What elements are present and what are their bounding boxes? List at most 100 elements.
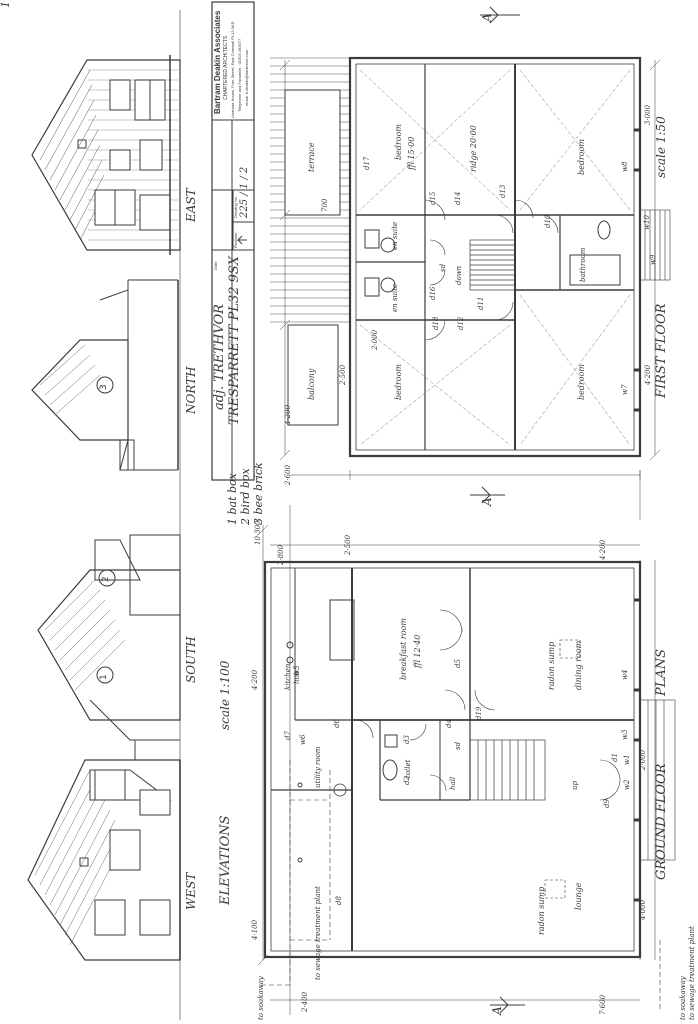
window-tag-w4: w4	[621, 669, 629, 680]
gf-up: up	[571, 781, 579, 790]
section-arrow-bottom	[490, 996, 525, 1014]
dim-ff-e: 700	[321, 198, 329, 212]
ff-en-suite-1: en suite	[391, 221, 399, 250]
door-tag-d10: d10	[544, 214, 552, 228]
gf-sewage-right: to sewage treatment plant	[688, 926, 696, 1020]
elevations-heading: ELEVATIONS	[218, 815, 233, 905]
key-item-3: 3 bee brick	[252, 462, 265, 525]
ground-floor-doors	[354, 609, 621, 801]
gf-ffl: ffl 12·40	[413, 634, 422, 668]
practice-name: Bartram Deakin Associates	[213, 10, 222, 114]
gf-breakfast: breakfast room	[399, 618, 408, 680]
dim-gf-c: 4·200	[599, 539, 607, 560]
door-tag-d9: d9	[603, 799, 611, 808]
door-tag-d5: d5	[454, 659, 462, 668]
dim-gf-j: 4·100	[251, 919, 259, 940]
west-elevation	[27, 759, 181, 961]
plans-scale: scale 1:50	[654, 116, 668, 178]
gf-radon-sump-1: radon sump	[547, 641, 556, 690]
section-mark-bottom: A	[490, 1006, 504, 1015]
drawing-no: 225 / 1 / 2	[239, 166, 250, 218]
section-arrow-top	[480, 6, 520, 24]
door-tag-d1: d1	[611, 753, 619, 762]
door-tag-d15: d15	[429, 191, 437, 205]
key-item-1: 1 bat box	[0, 0, 12, 8]
window-tag-w5: w5	[293, 665, 301, 676]
door-tag-d18: d18	[432, 316, 440, 330]
dim-gf-b: 2·500	[344, 534, 352, 555]
practice-email: email: b.deakin@btinternet.com	[244, 49, 249, 106]
elevations-scale: scale 1:100	[218, 660, 232, 730]
plans-heading: PLANS	[654, 648, 669, 696]
gf-hall: hall	[449, 776, 457, 790]
door-tag-d14: d14	[454, 191, 462, 205]
practice-subtitle: CHARTERED ARCHITECTS	[223, 35, 229, 100]
dim-gf-g: 7·600	[599, 994, 607, 1015]
ff-ridge: ridge 20·00	[469, 125, 478, 172]
dim-ff-i: 4·200	[284, 404, 292, 425]
dim-gf-f: 4·000	[639, 899, 647, 920]
south-elevation	[37, 534, 181, 760]
practice-phone: Telephone and Facsimile : 01503 263577	[237, 38, 242, 112]
ff-balcony: balcony	[307, 368, 316, 400]
west-elevation-title: WEST	[184, 872, 198, 910]
door-tag-d2: d2	[403, 776, 411, 785]
key-item-2: 2 bird box	[239, 468, 252, 525]
north-elevation-title: NORTH	[184, 366, 198, 414]
key-legend: 1 bat box 2 bird box 3 bee brick	[226, 455, 276, 530]
revision-label: Revision	[233, 232, 238, 248]
east-elevation	[31, 55, 181, 255]
dim-gf-d: 4·200	[251, 669, 259, 690]
first-floor-stairs	[469, 239, 516, 291]
gf-soakaway-left: to soakaway	[257, 976, 265, 1020]
window-tag-w10: w10	[643, 215, 651, 230]
south-elevation-title: SOUTH	[184, 636, 198, 683]
ground-floor-stairs	[469, 739, 546, 801]
door-tag-d7: d7	[284, 731, 292, 740]
gf-radon-sump-2: radon sump	[537, 886, 546, 935]
first-floor-plan	[270, 56, 671, 480]
key-item-1: 1 bat box	[226, 473, 239, 525]
gf-lounge: lounge	[574, 882, 583, 910]
door-tag-d3: d3	[403, 735, 411, 744]
ff-en-suite-2: en suite	[391, 283, 399, 312]
date-label: Date	[213, 261, 218, 270]
door-tag-d8: d8	[335, 896, 343, 905]
marker-1: 1	[99, 674, 109, 680]
window-tag-w9: w9	[649, 254, 657, 265]
first-floor-doors	[424, 199, 559, 341]
north-elevation	[31, 279, 179, 471]
dim-gf-a: 2·800	[277, 544, 285, 565]
gf-utility: utility room	[314, 746, 322, 788]
ff-terrace: terrace	[307, 142, 316, 172]
window-tag-w7: w7	[621, 384, 629, 395]
dim-ff-k: 2·000	[371, 329, 379, 350]
door-tag-d6: d6	[333, 719, 341, 728]
ground-floor-heading: GROUND FLOOR	[654, 763, 669, 880]
ff-down: down	[455, 265, 463, 285]
window-tag-w6: w6	[299, 734, 307, 745]
gf-sewage-left: to sewage treatment plant	[314, 886, 322, 980]
ff-bedroom-main: bedroom	[394, 123, 403, 160]
marker-3: 3	[99, 384, 109, 390]
section-mark-mid: A	[480, 497, 494, 506]
ff-bathroom: bathroom	[579, 247, 587, 282]
title-block	[211, 1, 255, 481]
dim-ff-c: 2·500	[339, 364, 347, 385]
gf-soakaway-right: to soakaway	[679, 976, 687, 1020]
practice-address: Lisandra House, Fore Street, East Cornwa…	[230, 21, 235, 119]
door-tag-d17: d17	[363, 156, 371, 170]
gf-dining: dining room	[574, 640, 583, 690]
east-elevation-title: EAST	[184, 188, 198, 222]
dim-gf-h: 2·400	[301, 991, 309, 1012]
dim-ff-a: 2·600	[284, 464, 292, 485]
ff-bedroom-4: bedroom	[577, 363, 586, 400]
dim-gf-e: 2·000	[639, 749, 647, 770]
dim-ff-i2: 4·200	[644, 364, 652, 385]
ground-floor-plan	[257, 505, 676, 1015]
drawing-no-label: Drawing No.	[233, 195, 238, 218]
window-tag-w3: w3	[621, 729, 629, 740]
ff-bedroom-3: bedroom	[394, 363, 403, 400]
section-mark-top: A	[480, 13, 494, 22]
